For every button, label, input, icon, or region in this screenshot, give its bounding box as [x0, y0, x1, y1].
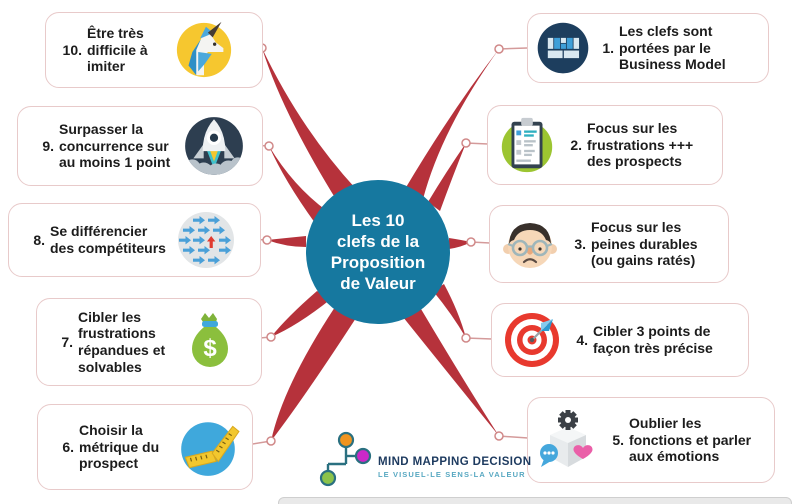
business-model-canvas-icon — [536, 21, 590, 75]
node-label: Focus sur les peines durables (ou gains … — [591, 219, 698, 269]
money-bag-icon: $ — [178, 307, 242, 377]
node-number: 2. — [570, 136, 582, 153]
bottom-panel-edge — [278, 497, 792, 504]
node-number: 6. — [62, 438, 74, 455]
central-topic-line: de Valeur — [340, 274, 416, 294]
brand-name: MIND MAPPING DECISION — [378, 456, 532, 468]
node-number: 4. — [576, 331, 588, 348]
gear-heart-chat-cube-icon — [536, 407, 600, 473]
node-1-business-model[interactable]: 1. Les clefs sont portées par le Busines… — [527, 13, 769, 83]
node-number: 10. — [62, 41, 82, 58]
clipboard-checklist-icon — [496, 112, 558, 178]
node-number: 5. — [612, 431, 624, 448]
brand-tagline: LE VISUEL-LE SENS-LA VALEUR — [378, 470, 526, 479]
node-3-durable-pains[interactable]: 3. Focus sur les peines durables (ou gai… — [489, 205, 729, 283]
target-dart-icon — [500, 308, 564, 372]
node-label: Surpasser la concurrence sur au moins 1 … — [59, 121, 171, 171]
sad-face-glasses-icon — [498, 212, 562, 276]
brand-logo: MIND MAPPING DECISION LE VISUEL-LE SENS-… — [312, 430, 531, 488]
node-2-frustrations-focus[interactable]: 2. Focus sur les frustrations +++ des pr… — [487, 105, 723, 185]
node-9-beat-competition[interactable]: 9. Surpasser la concurrence sur au moins… — [17, 106, 263, 186]
node-8-differentiate[interactable]: 8. Se différencier des compétiteurs — [8, 203, 261, 277]
differentiation-arrows-icon — [174, 208, 238, 272]
node-label: Être très difficile à imiter — [87, 25, 148, 75]
rocket-icon — [181, 113, 247, 179]
central-topic-line: Proposition — [330, 253, 426, 272]
node-number: 8. — [33, 231, 45, 248]
node-5-talk-to-emotions[interactable]: 5. Oublier les fonctions et parler aux é… — [527, 397, 775, 483]
node-label: Choisir la métrique du prospect — [79, 422, 160, 472]
unicorn-icon — [173, 19, 235, 81]
node-number: 1. — [602, 39, 614, 56]
node-4-target-3-points[interactable]: 4. Cibler 3 points de façon très précise — [491, 303, 749, 377]
node-number: 3. — [574, 235, 586, 252]
central-topic[interactable]: Les 10 clefs de la Proposition de Valeur — [306, 180, 450, 324]
svg-text:$: $ — [203, 335, 217, 362]
node-7-widespread-frustrations[interactable]: 7. Cibler les frustrations répandues et … — [36, 298, 262, 386]
node-label: Oublier les fonctions et parler aux émot… — [629, 415, 752, 465]
measuring-ruler-icon — [175, 414, 241, 480]
node-label: Cibler les frustrations répandues et sol… — [78, 308, 166, 375]
node-number: 7. — [61, 333, 73, 350]
node-label: Focus sur les frustrations +++ des prosp… — [587, 120, 694, 170]
brand-logo-graphic — [319, 431, 372, 487]
central-topic-line: Les 10 — [351, 210, 405, 230]
central-topic-line: clefs de la — [336, 231, 420, 251]
node-number: 9. — [42, 137, 54, 154]
node-label: Les clefs sont portées par le Business M… — [619, 23, 726, 73]
node-label: Se différencier des compétiteurs — [50, 223, 166, 256]
node-10-hard-to-imitate[interactable]: 10. Être très difficile à imiter — [45, 12, 263, 88]
node-6-prospect-metric[interactable]: 6. Choisir la métrique du prospect — [37, 404, 253, 490]
node-label: Cibler 3 points de façon très précise — [593, 323, 713, 356]
